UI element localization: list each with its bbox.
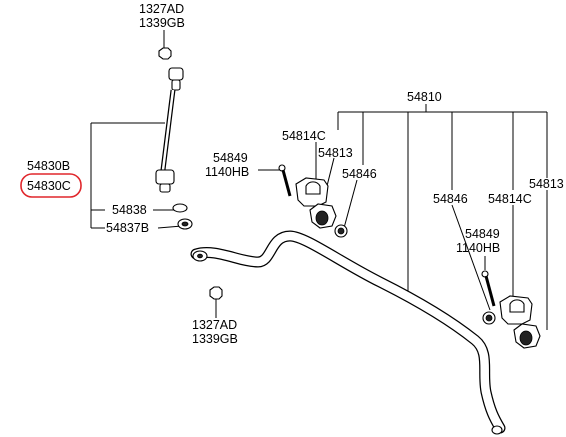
right-bushing-assembly — [481, 270, 541, 349]
label-bolt-top-1: 1327AD — [139, 2, 184, 16]
label-bolt-right-2: 1140HB — [456, 241, 500, 255]
part-labels: 1327AD 1339GB 54830B 54830C 54838 54837B… — [20, 2, 564, 346]
label-bolt-bottom-1: 1327AD — [192, 318, 237, 332]
label-bolt-bottom-2: 1339GB — [192, 332, 238, 346]
label-link-b: 54830B — [27, 159, 70, 173]
bottom-nut — [209, 286, 223, 300]
label-bolt-right-1: 54849 — [465, 227, 500, 241]
label-bushing-right-1: 54846 — [433, 192, 468, 206]
left-bushing-assembly — [278, 164, 348, 238]
label-bolt-top-2: 1339GB — [139, 16, 185, 30]
label-part-54838: 54838 — [112, 203, 147, 217]
label-bolt-left-1: 54849 — [213, 151, 248, 165]
stabilizer-link — [155, 47, 193, 230]
label-link-c[interactable]: 54830C — [27, 179, 71, 193]
label-bushing-left-1: 54813 — [318, 146, 353, 160]
leader-lines — [90, 30, 548, 330]
label-part-54837b: 54837B — [106, 221, 149, 235]
label-bracket-left: 54814C — [282, 129, 326, 143]
label-bar: 54810 — [407, 90, 442, 104]
label-bushing-right-2: 54813 — [529, 177, 564, 191]
stabilizer-bar — [190, 230, 506, 435]
label-bracket-right: 54814C — [488, 192, 532, 206]
label-bolt-left-2: 1140HB — [205, 165, 249, 179]
highlight-ring — [20, 173, 82, 198]
label-bushing-left-2: 54846 — [342, 167, 377, 181]
